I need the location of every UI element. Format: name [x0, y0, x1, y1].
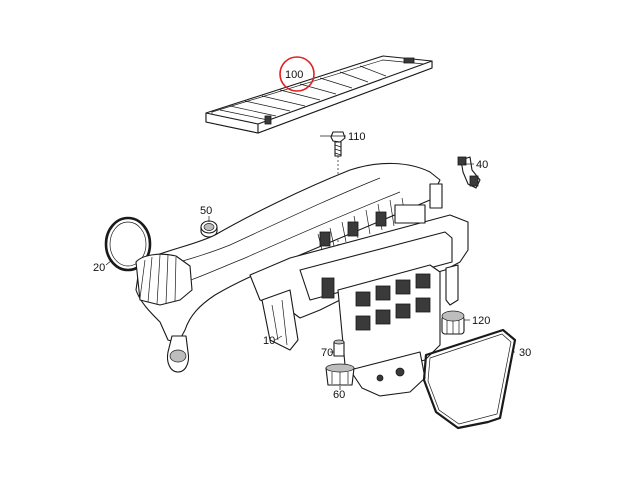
callout-110[interactable]: 110 [348, 131, 366, 143]
callout-100[interactable]: 100 [285, 69, 303, 81]
sensor-part[interactable] [457, 156, 481, 189]
leader-lines [105, 135, 515, 390]
callout-30[interactable]: 30 [519, 347, 531, 359]
bolt-part[interactable] [330, 131, 346, 157]
callout-10[interactable]: 10 [263, 335, 275, 347]
seal-ring-part[interactable] [104, 216, 152, 272]
sleeve-part[interactable] [333, 339, 345, 357]
highlight-circle [279, 56, 315, 92]
callout-70[interactable]: 70 [321, 347, 333, 359]
callout-120[interactable]: 120 [472, 315, 490, 327]
callout-60[interactable]: 60 [333, 389, 345, 401]
air-filter-housing-part[interactable] [135, 162, 469, 397]
rubber-mount-part[interactable] [325, 363, 355, 386]
callout-20[interactable]: 20 [93, 262, 105, 274]
air-filter-element-part[interactable] [205, 55, 433, 134]
callout-40[interactable]: 40 [476, 159, 488, 171]
gasket-part[interactable] [422, 328, 517, 430]
cap-part[interactable] [441, 310, 465, 335]
callout-50[interactable]: 50 [200, 205, 212, 217]
